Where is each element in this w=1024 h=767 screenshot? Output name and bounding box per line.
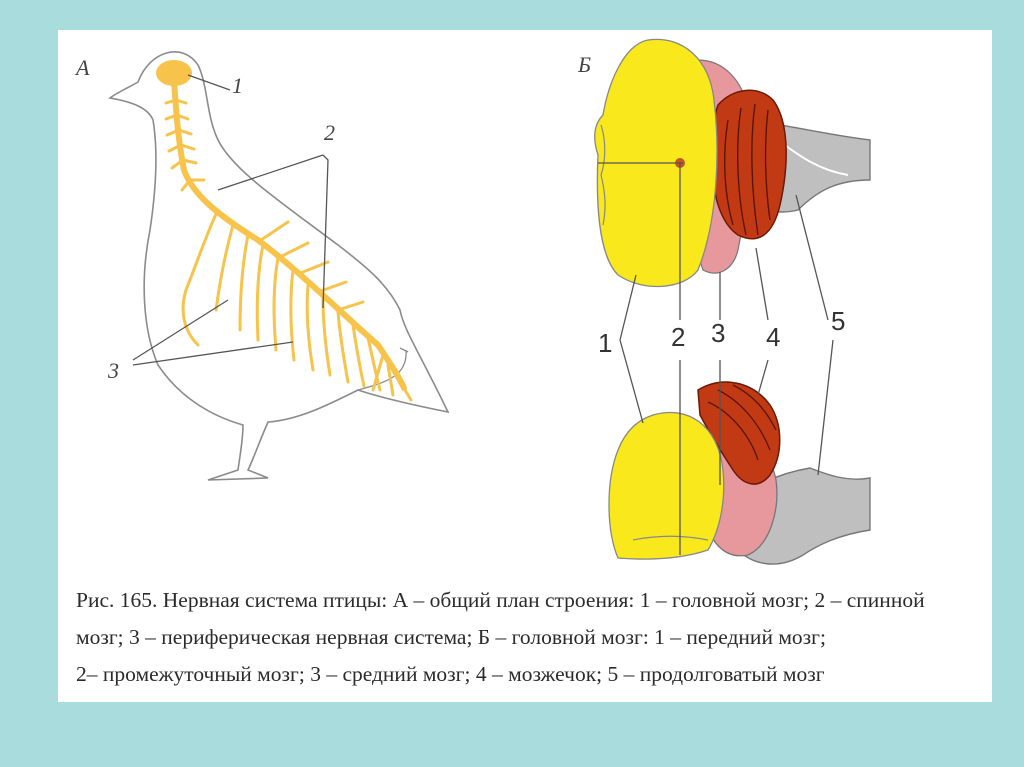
label-b-3: 3 (711, 318, 725, 348)
caption-line-2: мозг; 3 – периферическая нервная система… (76, 625, 826, 649)
top-cerebellum-folds (724, 103, 771, 236)
side-forebrain (608, 411, 725, 560)
label-a-2: 2 (324, 120, 335, 145)
top-cerebellum (712, 89, 787, 240)
bird-brain (156, 60, 192, 86)
caption-line-3: 2– промежуточный мозг; 3 – средний мозг;… (76, 662, 825, 686)
panel-b: Б (577, 38, 871, 565)
label-a-3: 3 (107, 358, 119, 383)
slide: А (58, 30, 992, 702)
panel-a-letter: А (74, 55, 90, 80)
side-forebrain-groove (632, 535, 709, 541)
wing-line (357, 349, 407, 391)
label-b-5: 5 (831, 306, 845, 336)
forebrain-midline (600, 124, 606, 226)
caption-line-1: Рис. 165. Нервная система птицы: А – общ… (76, 588, 925, 612)
label-b-4: 4 (766, 322, 780, 352)
side-cerebellum-folds (707, 384, 777, 461)
panel-b-letter: Б (577, 52, 591, 77)
figure: А (74, 38, 871, 565)
label-b-1: 1 (598, 328, 612, 358)
panel-a: А (74, 51, 450, 481)
panel-b-leaders (598, 162, 834, 555)
bird-outline (108, 51, 450, 481)
label-b-2: 2 (671, 322, 685, 352)
tail-tip (399, 347, 409, 353)
label-a-1: 1 (232, 73, 243, 98)
panel-a-leaders (132, 74, 329, 366)
figure-caption: Рис. 165. Нервная система птицы: А – общ… (76, 582, 992, 693)
